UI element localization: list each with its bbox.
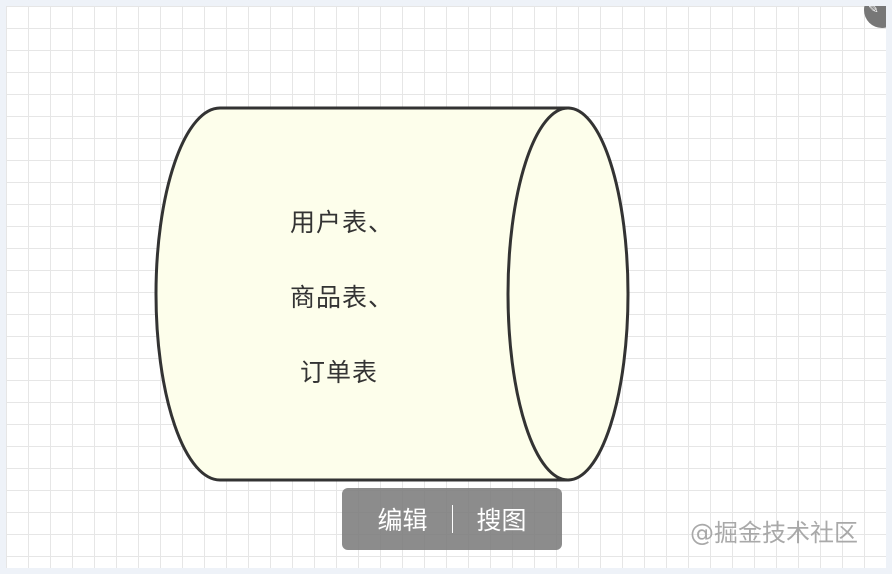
toolbar-divider (451, 505, 453, 533)
edit-pencil-icon[interactable]: ✎ (864, 6, 886, 28)
cylinder-body (154, 106, 570, 482)
table-label-products: 商品表、 (290, 283, 395, 312)
image-frame: 用户表、 商品表、 订单表 编辑 搜图 @掘金技术社区 ✎ (6, 6, 886, 568)
edit-button[interactable]: 编辑 (377, 506, 428, 535)
table-label-orders: 订单表 (300, 358, 379, 387)
image-action-toolbar: 编辑 搜图 (342, 488, 562, 550)
database-diagram (154, 106, 630, 482)
search-image-button[interactable]: 搜图 (476, 506, 527, 535)
watermark: @掘金技术社区 (690, 519, 858, 547)
cylinder-end-cap (506, 106, 630, 482)
table-label-users: 用户表、 (290, 208, 395, 237)
